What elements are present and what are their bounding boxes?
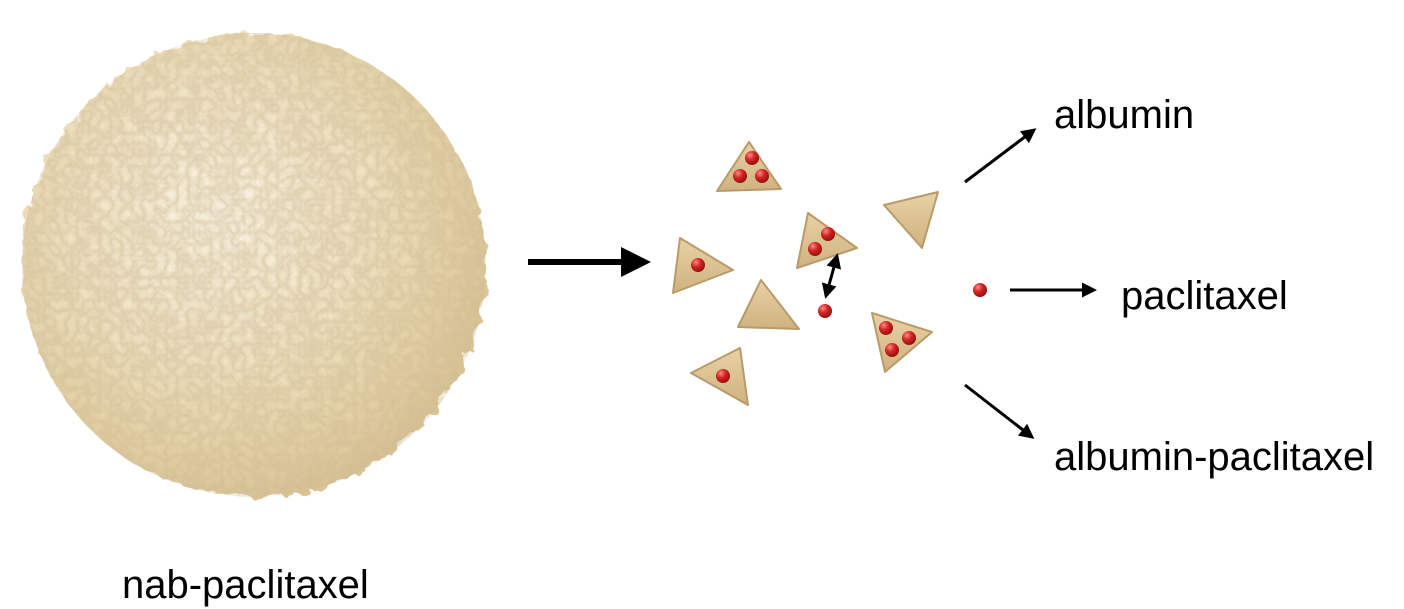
paclitaxel-dot-icon xyxy=(818,304,832,318)
paclitaxel-label: paclitaxel xyxy=(1121,276,1288,316)
albumin-label: albumin xyxy=(1054,95,1194,135)
paclitaxel-dot-icon xyxy=(973,283,987,297)
albumin-triangle-icon xyxy=(717,142,781,191)
equilibrium-arrow xyxy=(826,256,837,296)
albumin-triangle-icon xyxy=(884,192,938,248)
nab-paclitaxel-sphere-icon xyxy=(20,30,490,500)
albumin-paclitaxel-arrow xyxy=(965,385,1032,437)
nab-paclitaxel-label: nab-paclitaxel xyxy=(122,565,369,605)
albumin-triangle-icon xyxy=(738,280,799,329)
albumin-triangle-icon xyxy=(872,313,932,372)
albumin-arrow xyxy=(965,130,1034,182)
albumin-paclitaxel-label: albumin-paclitaxel xyxy=(1054,437,1374,477)
